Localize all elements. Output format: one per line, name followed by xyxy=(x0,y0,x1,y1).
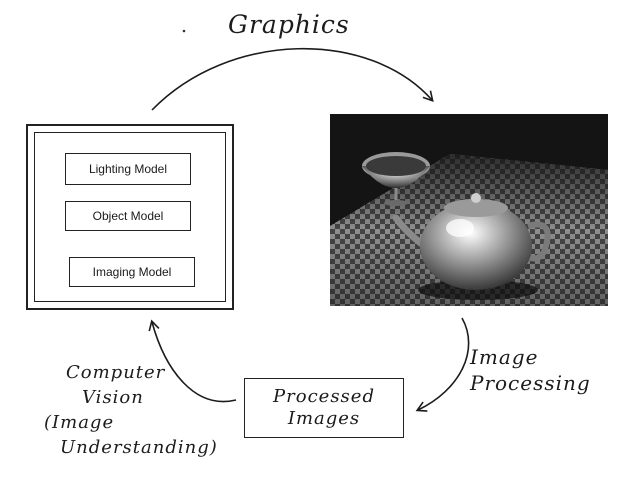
arrow-image-processing xyxy=(415,317,470,412)
computer-vision-line-1: Computer xyxy=(66,362,166,383)
ink-dot xyxy=(182,29,186,33)
arrow-graphics xyxy=(151,47,434,111)
lighting-model-box: Lighting Model xyxy=(65,153,191,185)
image-processing-label: Image Processing xyxy=(470,344,591,396)
computer-vision-line-4: Understanding) xyxy=(60,437,218,458)
processed-images-line-2: Images xyxy=(287,408,361,429)
model-panel-inner-frame: Lighting Model Object Model Imaging Mode… xyxy=(34,132,226,302)
model-panel: Lighting Model Object Model Imaging Mode… xyxy=(26,124,234,310)
computer-vision-label: Computer Vision (Image Understanding) xyxy=(44,360,218,460)
processed-images-line-1: Processed xyxy=(273,386,375,407)
object-model-box: Object Model xyxy=(65,201,191,231)
computer-vision-line-2: Vision xyxy=(82,387,144,408)
processed-images-box: Processed Images xyxy=(244,378,404,438)
image-processing-line-1: Image xyxy=(470,345,539,369)
imaging-model-box: Imaging Model xyxy=(69,257,195,287)
arrow-computer-vision xyxy=(148,319,237,403)
computer-vision-line-3: (Image xyxy=(44,412,115,433)
image-processing-line-2: Processing xyxy=(470,371,591,395)
graphics-label: Graphics xyxy=(228,10,350,39)
rendered-teapot-image xyxy=(330,114,608,306)
